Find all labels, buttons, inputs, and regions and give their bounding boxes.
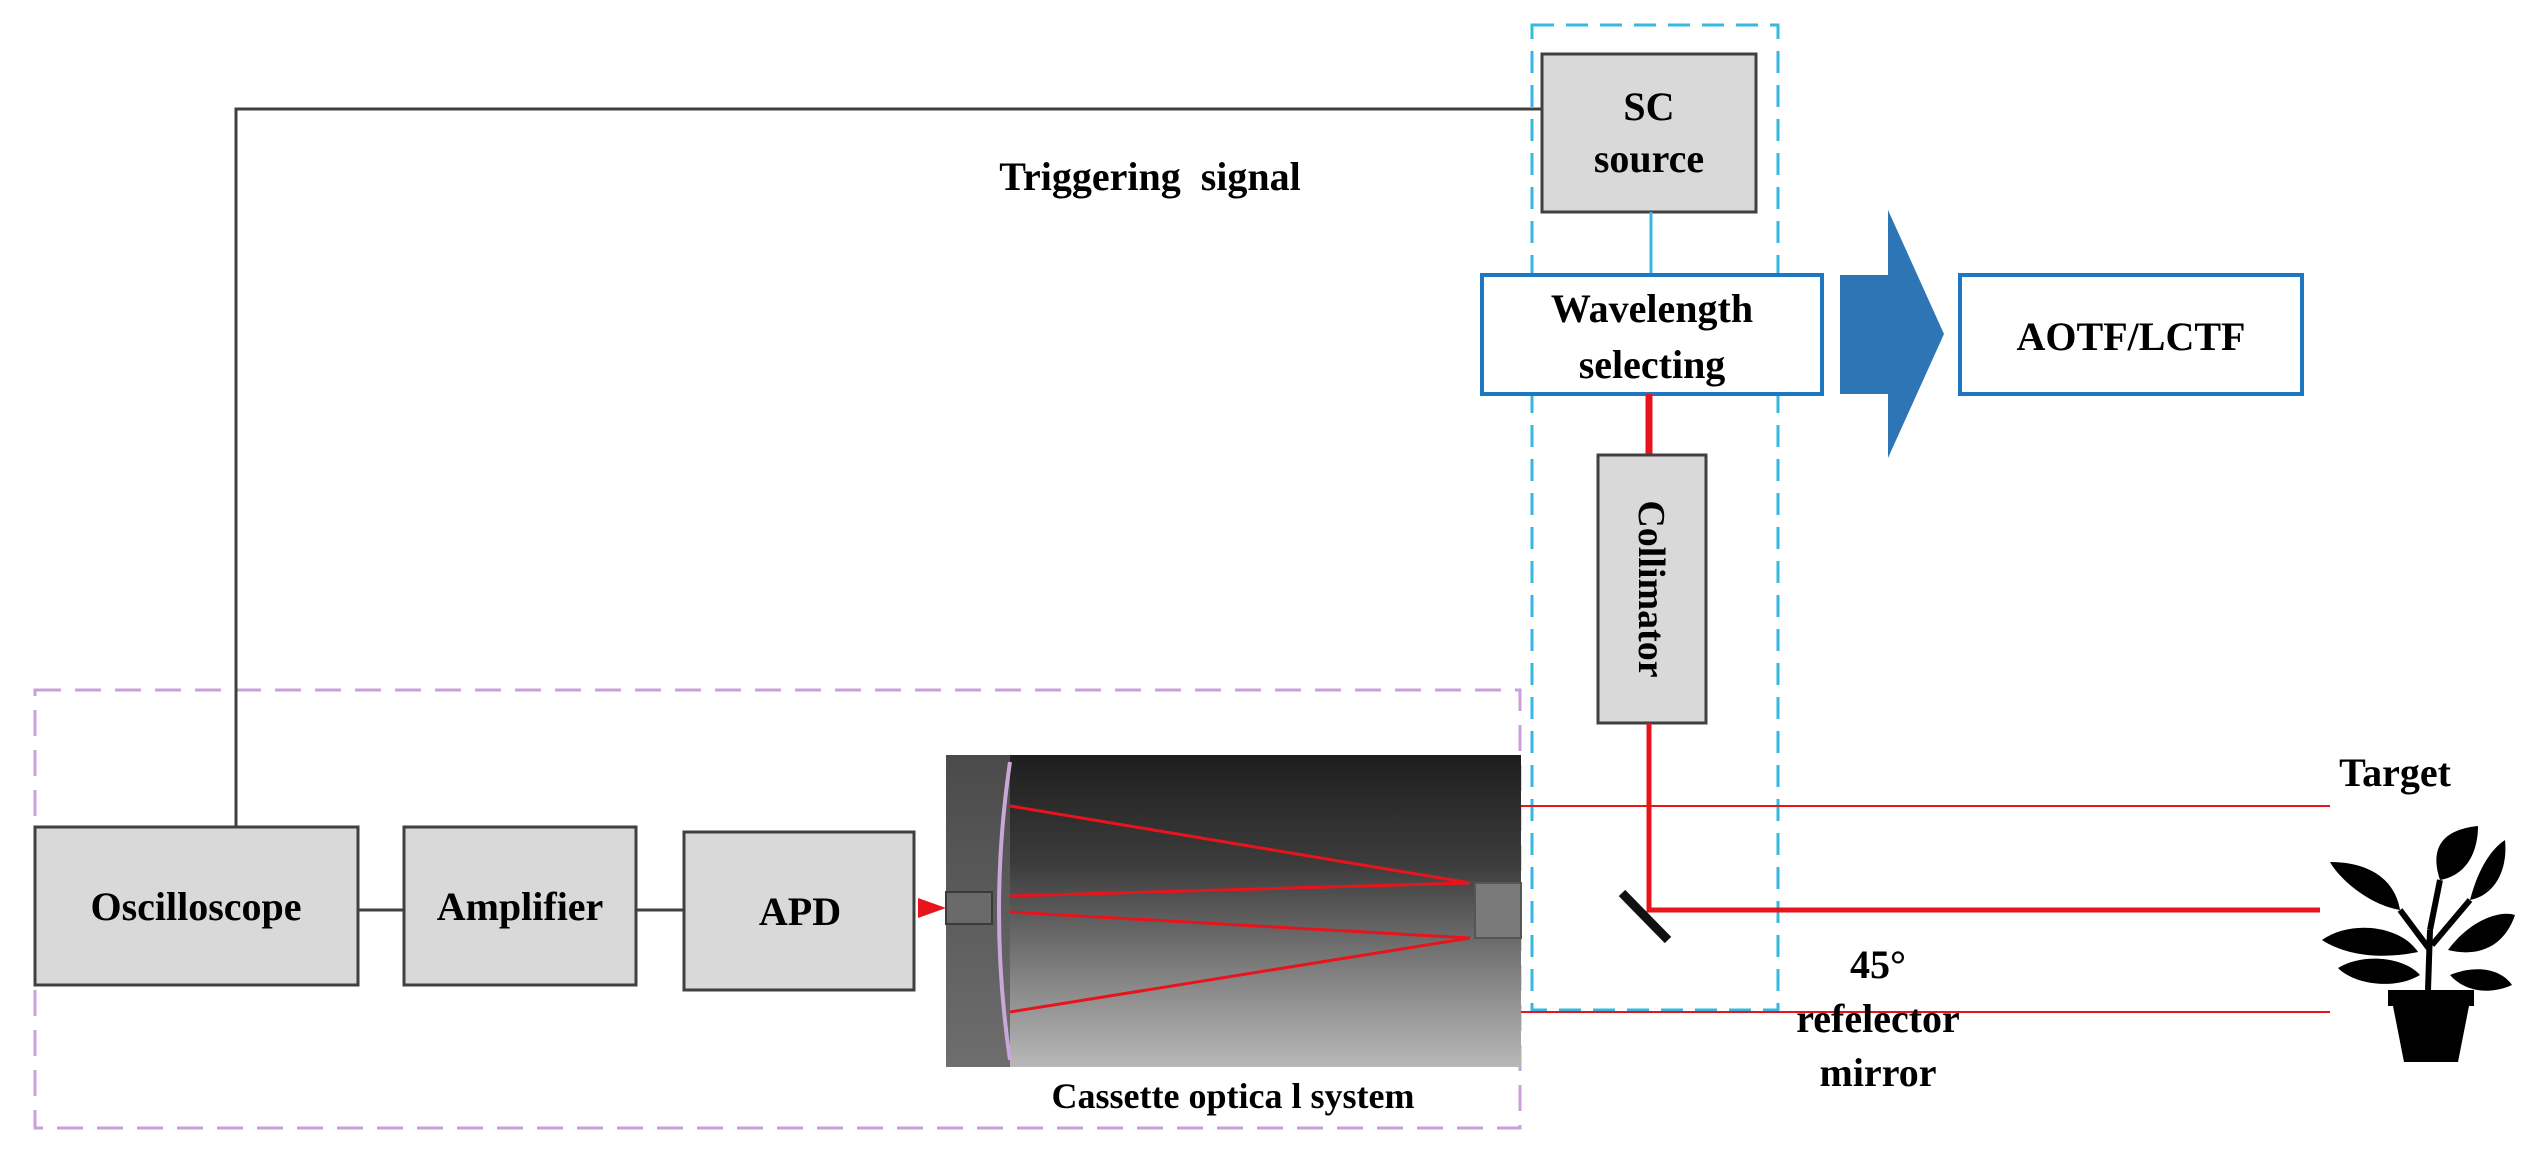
target-label: Target — [2339, 750, 2452, 795]
oscilloscope-box — [33, 825, 360, 987]
oscilloscope-label: Oscilloscope — [90, 884, 301, 929]
secondary-mirror-holder — [1474, 882, 1522, 939]
cassette-optical-system — [945, 755, 1522, 1067]
collimator-label: Collimator — [1630, 500, 1672, 677]
collimator-box — [1596, 453, 1708, 725]
aotf-lctf-box — [1958, 273, 2304, 396]
leaf-right-upper — [2470, 840, 2506, 900]
amplifier-box — [402, 825, 638, 987]
reflector-mirror — [1618, 889, 1672, 944]
aotf-lctf-label: AOTF/LCTF — [2017, 314, 2246, 359]
pot-rim — [2388, 990, 2474, 1006]
leaf-right-bottom — [2450, 969, 2512, 991]
wavelength-selecting-box — [1480, 273, 1824, 396]
telescope-body — [946, 755, 1521, 1067]
leaf-right-lower — [2448, 913, 2515, 953]
apd-box — [682, 830, 916, 992]
leaf-top — [2436, 826, 2478, 880]
telescope-output-arrow — [918, 898, 946, 918]
selector-arrow — [1840, 210, 1944, 458]
sc-source-label-line1: SC — [1623, 84, 1674, 129]
plant-target-icon — [2322, 826, 2515, 1062]
leaf-left-bottom — [2338, 958, 2420, 984]
amplifier-label: Amplifier — [437, 884, 604, 929]
plant-stems — [2397, 879, 2473, 991]
internal-ray-bottom — [1009, 910, 1471, 1014]
wavelength-label-line1: Wavelength — [1551, 286, 1753, 331]
primary-mirror — [997, 761, 1012, 1061]
sc-source-box — [1540, 52, 1758, 214]
collimated-beam — [1646, 723, 2320, 913]
leaf-left-upper — [2330, 862, 2400, 910]
wavelength-label-line2: selecting — [1579, 342, 1726, 387]
eyepiece-tube — [945, 891, 993, 925]
mirror-label-line2: refelector — [1796, 996, 1960, 1041]
cassette-label: Cassette optica l system — [1052, 1076, 1415, 1116]
trigger-line — [234, 107, 1542, 827]
leaf-left-lower — [2322, 927, 2418, 956]
trigger-label: Triggering signal — [999, 154, 1300, 199]
internal-ray-top — [1009, 804, 1471, 898]
apd-label: APD — [759, 889, 841, 934]
mirror-label-line1: 45° — [1850, 942, 1906, 987]
pot-body — [2393, 1006, 2469, 1062]
sc-source-label-line2: source — [1594, 136, 1704, 181]
source-dashed-frame — [1530, 23, 1780, 1012]
mirror-label-line3: mirror — [1820, 1050, 1937, 1095]
